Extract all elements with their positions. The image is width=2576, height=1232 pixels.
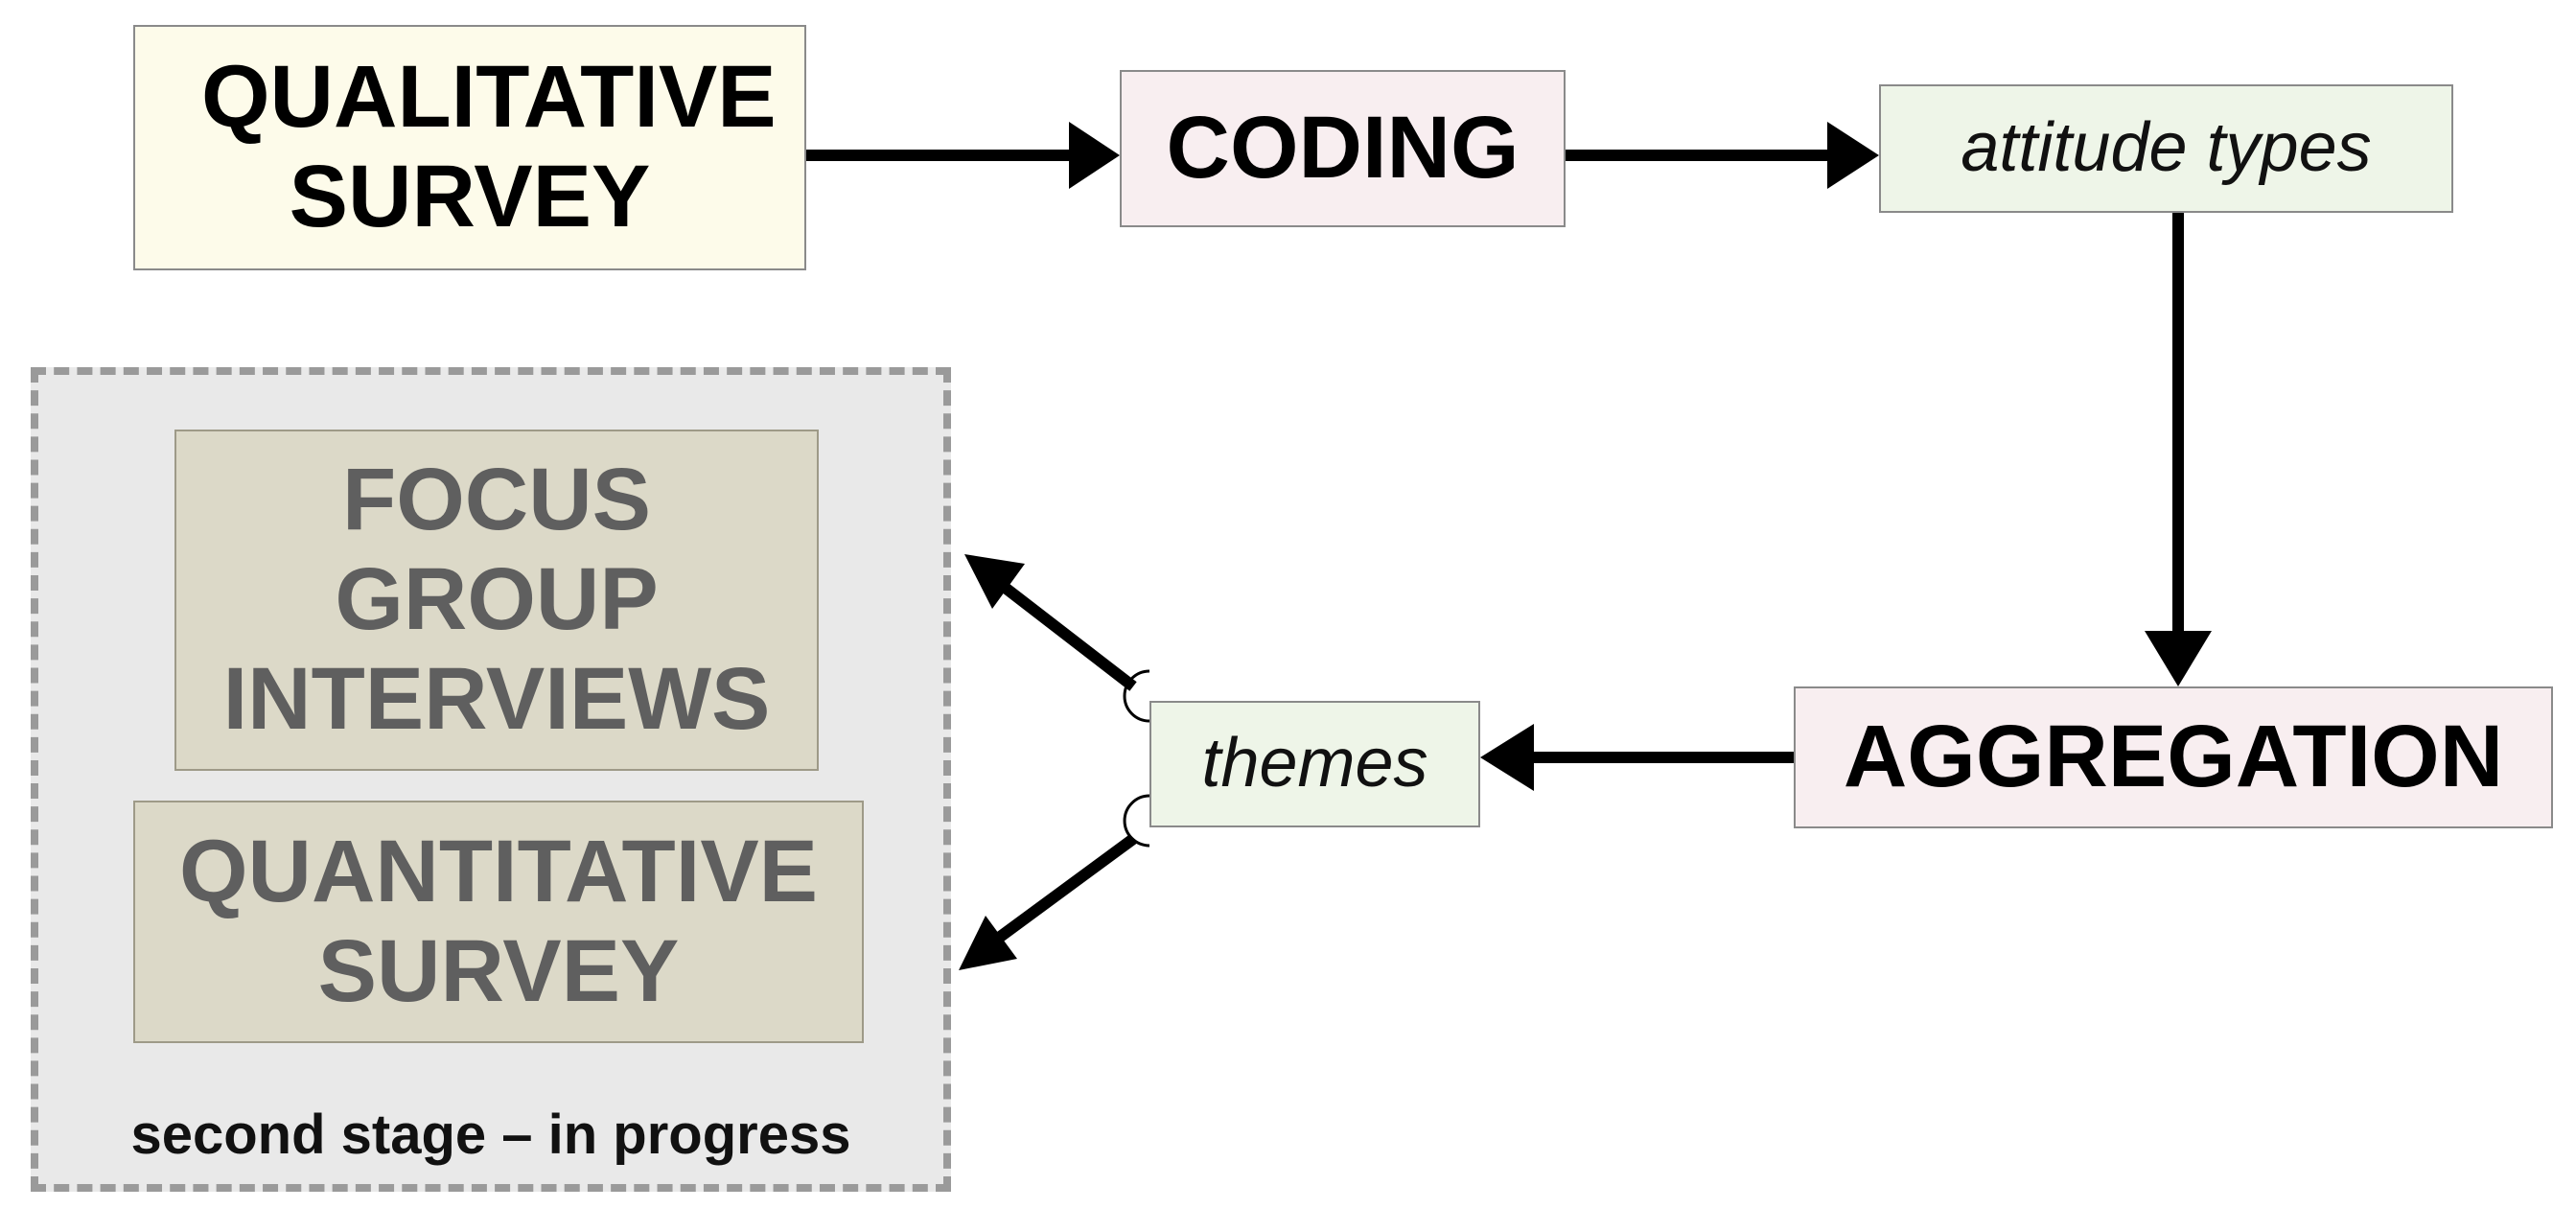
themes-label: themes [1201, 725, 1428, 802]
quantitative-survey-label: QUANTITATIVE SURVEY [178, 822, 819, 1020]
arrow-themes-to-focus-group [964, 554, 1150, 723]
qualitative-survey-label: QUALITATIVE SURVEY [201, 48, 777, 245]
arrow-survey-to-coding [806, 122, 1120, 189]
focus-group-interviews-label: FOCUS GROUP INTERVIEWS [222, 451, 771, 748]
attitude-types-node: attitude types [1879, 84, 2453, 213]
themes-node: themes [1149, 701, 1480, 827]
arrow-themes-to-quantitative-survey [959, 794, 1150, 970]
coding-label: CODING [1166, 99, 1520, 198]
arrow-attitude-types-to-aggregation [2145, 213, 2212, 686]
aggregation-label: AGGREGATION [1843, 708, 2504, 806]
quantitative-survey-node: QUANTITATIVE SURVEY [133, 801, 864, 1043]
arrow-coding-to-attitude-types [1566, 122, 1879, 189]
arrow-aggregation-to-themes [1480, 724, 1794, 791]
focus-group-interviews-node: FOCUS GROUP INTERVIEWS [174, 430, 819, 771]
coding-node: CODING [1120, 70, 1566, 227]
attitude-types-label: attitude types [1961, 109, 2372, 187]
second-stage-label: second stage – in progress [130, 1104, 851, 1166]
qualitative-survey-node: QUALITATIVE SURVEY [133, 25, 806, 270]
aggregation-node: AGGREGATION [1794, 686, 2553, 828]
